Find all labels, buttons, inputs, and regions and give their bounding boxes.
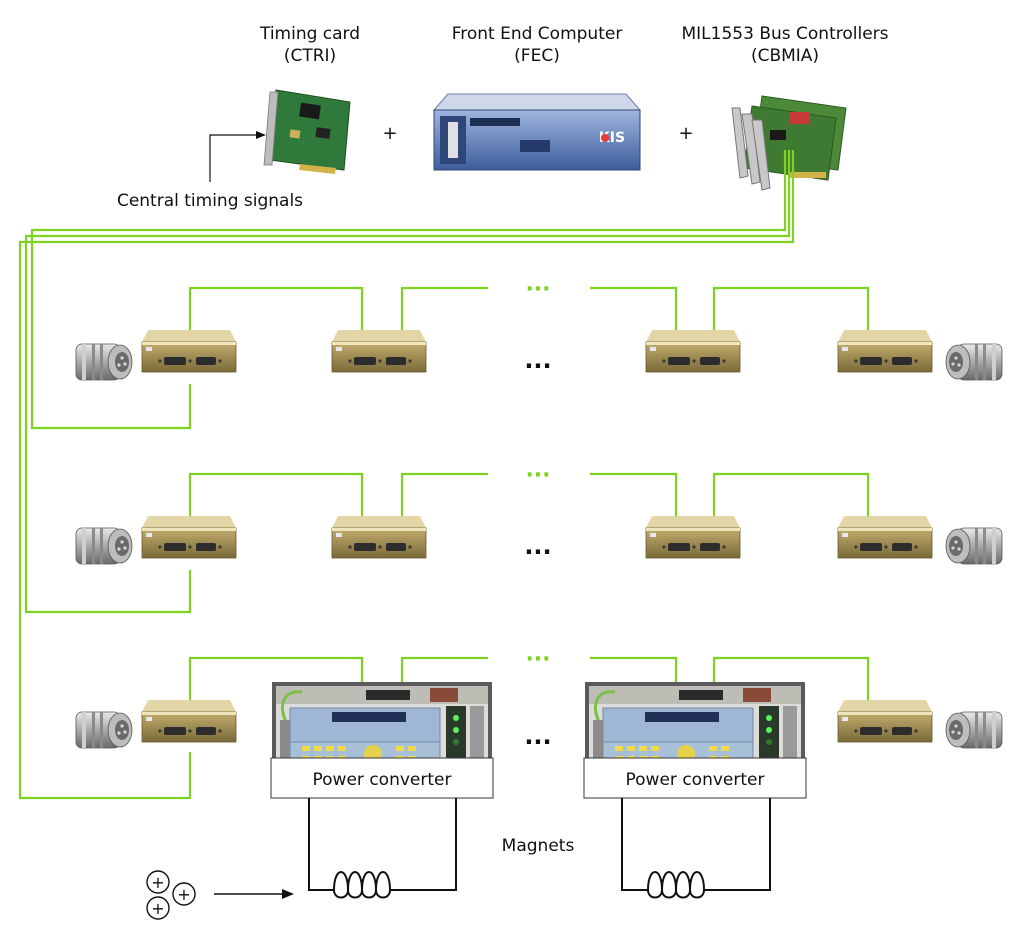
connector-plug-icon	[945, 711, 1003, 749]
plus-sign-1: +	[382, 123, 397, 144]
power-converter-label-box-1	[270, 757, 494, 799]
row-3: Power converter ... Power converter	[75, 680, 1003, 799]
interface-box-icon	[331, 329, 427, 373]
row-ellipsis: ...	[524, 346, 551, 374]
row-ellipsis: ...	[524, 532, 551, 560]
magnet-circuit-1	[308, 798, 457, 891]
plus-sign-2: +	[678, 123, 693, 144]
row-1: ...	[75, 329, 1003, 381]
bus-controller-cards-icon	[731, 95, 847, 191]
magnet-coil-icon	[307, 871, 417, 899]
particle-icon: +	[146, 870, 170, 894]
bus-ellipsis-row3: ···	[525, 647, 550, 672]
timing-card-title: Timing card	[259, 24, 360, 44]
bus-trunk-row2	[24, 150, 791, 614]
bus-controllers-subtitle: (CBMIA)	[751, 46, 819, 66]
interface-box-icon	[141, 515, 237, 559]
interface-box-icon	[837, 329, 933, 373]
connector-plug-icon	[75, 527, 133, 565]
particle-icon: +	[146, 896, 170, 920]
central-timing-arrowhead	[256, 131, 266, 139]
bus-lines	[18, 150, 870, 800]
interface-box-icon	[645, 329, 741, 373]
power-converter-label-box-2	[583, 757, 807, 799]
connector-plug-icon	[75, 711, 133, 749]
row-2: ...	[75, 515, 1003, 565]
bus-controllers-title: MIL1553 Bus Controllers	[682, 24, 889, 44]
fec-subtitle: (FEC)	[514, 46, 560, 66]
beam-direction-arrowhead	[282, 889, 294, 899]
bus-ellipsis-row2: ···	[525, 463, 550, 488]
interface-box-icon	[141, 329, 237, 373]
connector-plug-icon	[945, 343, 1003, 381]
connector-plug-icon	[75, 343, 133, 381]
particle-charge: +	[151, 899, 164, 918]
magnets-label: Magnets	[502, 836, 575, 856]
front-end-computer-icon: KIS	[432, 93, 642, 171]
particle-charge: +	[177, 885, 190, 904]
bus-trunk-row3	[18, 150, 795, 800]
central-timing-label: Central timing signals	[117, 191, 303, 211]
timing-card-subtitle: (CTRI)	[284, 46, 336, 66]
interface-box-icon	[645, 515, 741, 559]
power-converter-label-1: Power converter	[313, 770, 452, 790]
fec-title: Front End Computer	[452, 24, 623, 44]
interface-box-icon	[837, 515, 933, 559]
fec-brand-logo: KIS	[599, 130, 625, 146]
connector-plug-icon	[945, 527, 1003, 565]
particle-charge: +	[151, 873, 164, 892]
central-timing-arrow	[209, 134, 258, 182]
power-converter-label-2: Power converter	[626, 770, 765, 790]
timing-card-icon	[263, 89, 351, 174]
magnet-circuit-2	[621, 798, 771, 891]
interface-box-icon	[837, 699, 933, 743]
bus-ellipsis-row1: ···	[525, 277, 550, 302]
bus-trunk-row1	[30, 150, 787, 430]
interface-box-icon	[331, 515, 427, 559]
interface-box-icon	[141, 699, 237, 743]
row-ellipsis: ...	[524, 722, 551, 750]
magnet-coil-icon	[621, 871, 731, 899]
particle-icon: +	[172, 882, 196, 906]
